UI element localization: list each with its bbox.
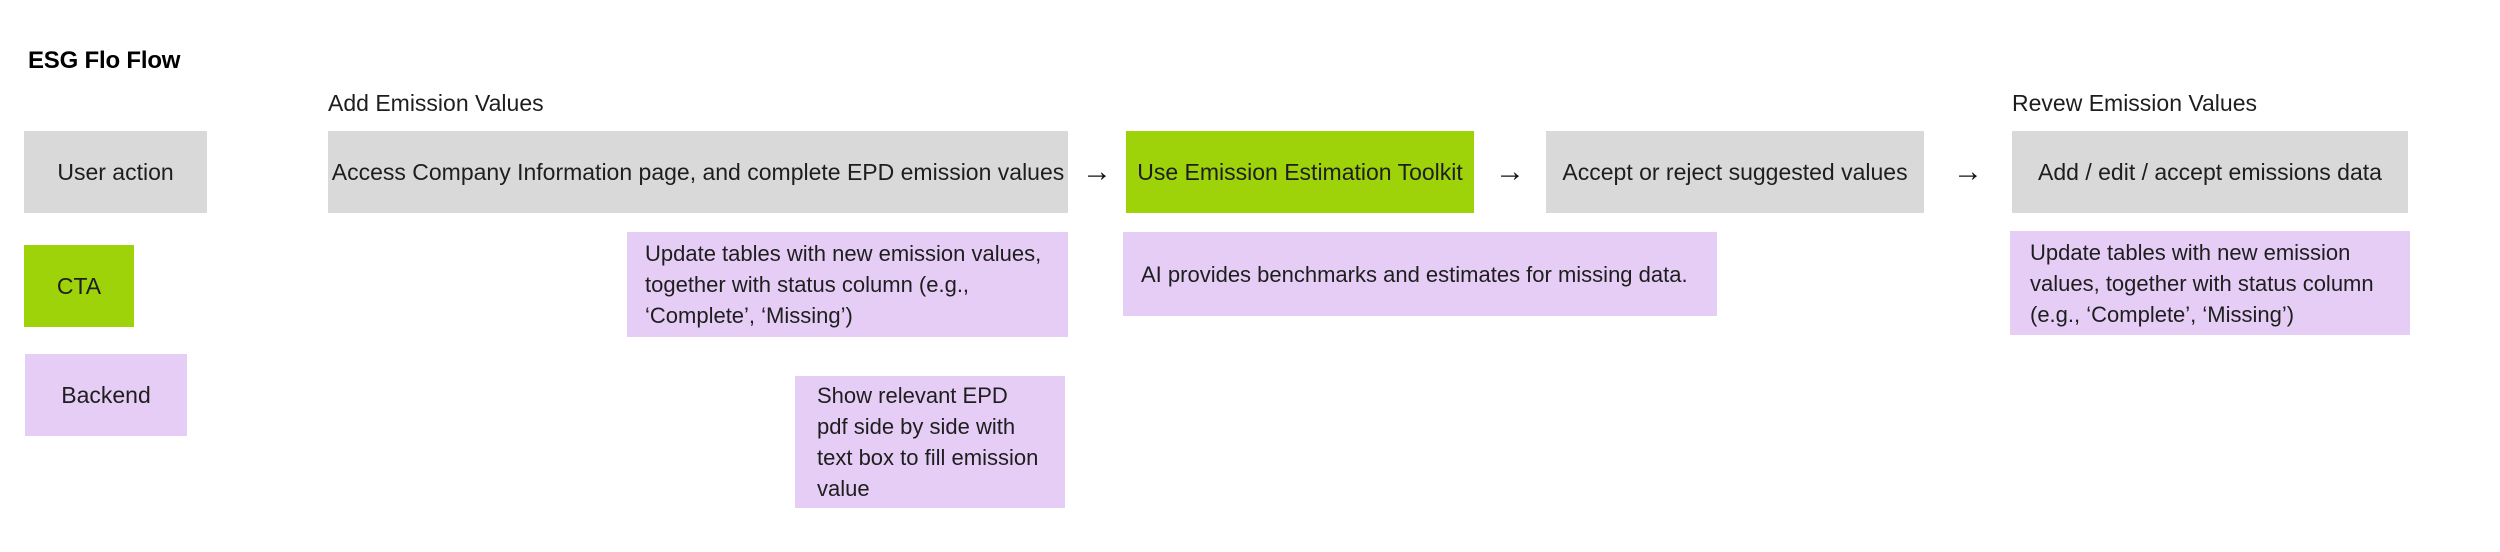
backend-note-ai-benchmarks: AI provides benchmarks and estimates for… — [1123, 232, 1717, 316]
flow-step-use-emission-estimation-toolkit: Use Emission Estimation Toolkit — [1126, 131, 1474, 213]
diagram-title: ESG Flo Flow — [28, 47, 181, 74]
backend-note-text: Update tables with new emission values, … — [2030, 239, 2374, 327]
section-header-add-emission-values: Add Emission Values — [328, 90, 544, 116]
flow-step-add-edit-accept-emissions-data: Add / edit / accept emissions data — [2012, 131, 2408, 213]
right-arrow-icon: → — [1953, 155, 1983, 188]
flow-step-accept-or-reject-values: Accept or reject suggested values — [1546, 131, 1924, 213]
right-arrow-icon: → — [1495, 155, 1525, 188]
right-arrow-icon: → — [1082, 155, 1112, 188]
legend-user-action: User action — [24, 131, 207, 213]
section-header-review-emission-values: Revew Emission Values — [2012, 90, 2258, 116]
backend-note-text: AI provides benchmarks and estimates for… — [1141, 261, 1688, 287]
backend-note-update-tables-left: Update tables with new emission values, … — [627, 232, 1068, 337]
flow-step-access-company-information: Access Company Information page, and com… — [328, 131, 1068, 213]
backend-note-text: Update tables with new emission values, … — [645, 241, 1042, 328]
backend-note-text: Show relevant EPD pdf side by side with … — [817, 383, 1039, 501]
backend-note-show-epd-pdf: Show relevant EPD pdf side by side with … — [795, 376, 1065, 508]
legend-cta: CTA — [24, 245, 134, 327]
legend-backend: Backend — [25, 354, 187, 436]
backend-note-update-tables-right: Update tables with new emission values, … — [2010, 231, 2410, 335]
